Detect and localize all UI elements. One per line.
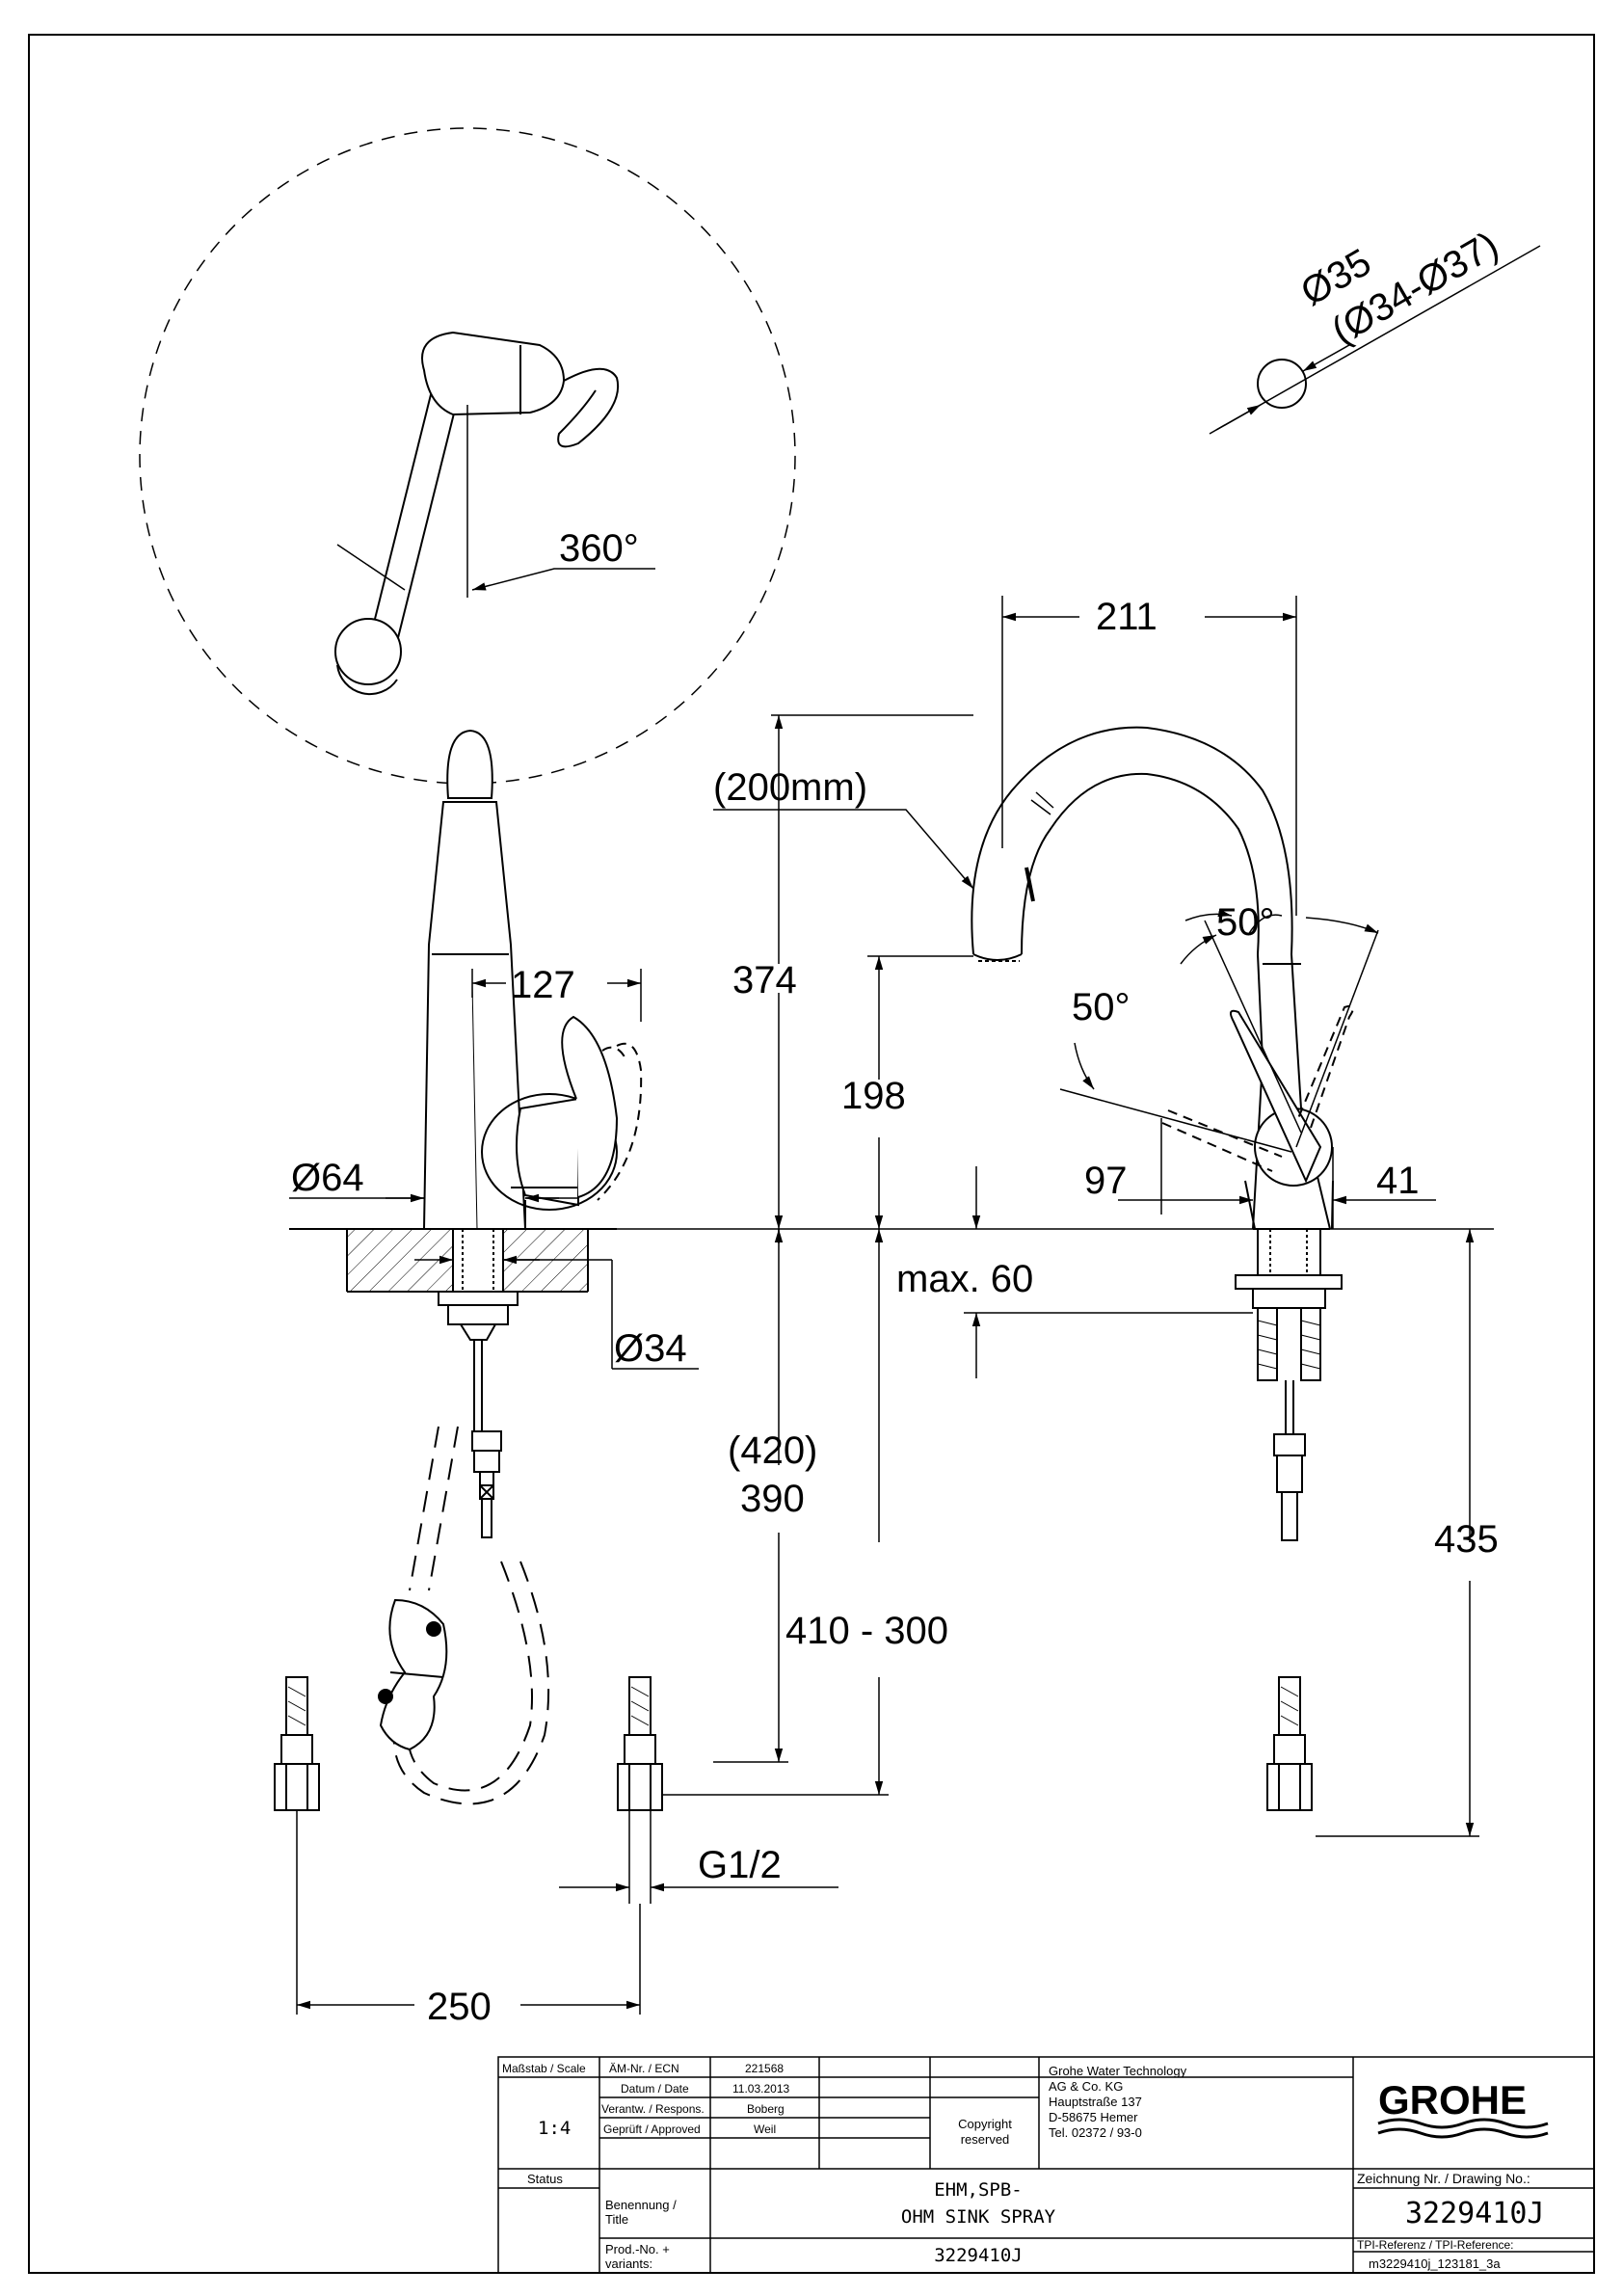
center-dimensions	[617, 714, 1494, 1796]
right-view-dimensions	[713, 596, 1479, 1837]
base-diameter-label: Ø64	[291, 1157, 364, 1199]
handle-projection-label: 127	[511, 964, 575, 1006]
copyright-text: Copyright reserved	[958, 2117, 1012, 2147]
responsible-label: Verantw. / Respons.	[601, 2102, 705, 2116]
hose-length-label: 390	[740, 1478, 805, 1520]
hole-diameter-callout: Ø35 (Ø34-Ø37)	[1209, 224, 1541, 435]
drawing-no-label: Zeichnung Nr. / Drawing No.:	[1357, 2171, 1530, 2186]
ecn-label: ÄM-Nr. / ECN	[609, 2062, 679, 2075]
approved-value: Weil	[754, 2122, 776, 2136]
title-block	[497, 2056, 1595, 2274]
spray-angle-label: 50°	[1216, 901, 1275, 944]
tpi-label: TPI-Referenz / TPI-Reference:	[1357, 2238, 1514, 2252]
tpi-value: m3229410j_123181_3a	[1369, 2256, 1501, 2271]
prod-label-2: variants:	[605, 2256, 652, 2271]
ecn-value: 221568	[745, 2062, 784, 2075]
title-label-1: Benennung /	[605, 2198, 677, 2212]
reach-label: 211	[1096, 596, 1157, 638]
lever-angle-label: 50°	[1072, 986, 1131, 1028]
drawing-no-value: 3229410J	[1405, 2197, 1545, 2230]
left-view-dimensions	[289, 969, 699, 1370]
status-label: Status	[527, 2172, 563, 2186]
lever-clearance-label: 97	[1084, 1160, 1128, 1202]
company-line-4: D-58675 Hemer	[1049, 2110, 1138, 2124]
brand-logo-text: GROHE	[1378, 2077, 1527, 2122]
company-line-1: Grohe Water Technology	[1049, 2064, 1187, 2078]
right-side-view	[971, 726, 1354, 1541]
title-value-2: OHM SINK SPRAY	[901, 2206, 1056, 2228]
hose-length-alt-label: (420)	[728, 1429, 817, 1472]
supply-length-label: 435	[1434, 1518, 1499, 1561]
sheet-border	[28, 34, 1595, 2274]
spout-clearance-label: (200mm)	[713, 766, 867, 809]
lever-offset-label: 41	[1376, 1160, 1420, 1202]
connection-spacing-label: 250	[427, 1986, 492, 2028]
scale-label: Maßstab / Scale	[502, 2062, 586, 2075]
total-height-label: 374	[732, 959, 797, 1001]
date-value: 11.03.2013	[732, 2082, 789, 2096]
grohe-logo: GROHE	[1377, 2077, 1549, 2139]
scale-value: 1:4	[538, 2118, 571, 2139]
prod-label-1: Prod.-No. +	[605, 2242, 670, 2256]
left-side-view	[289, 729, 643, 1805]
supply-hoses	[274, 1676, 1313, 1811]
prod-value: 3229410J	[934, 2245, 1023, 2266]
company-line-3: Hauptstraße 137	[1049, 2095, 1142, 2109]
hose-range-label: 410 - 300	[785, 1610, 948, 1652]
shank-diameter-label: Ø34	[614, 1327, 687, 1370]
date-label: Datum / Date	[621, 2082, 689, 2096]
company-line-5: Tel. 02372 / 93-0	[1049, 2125, 1142, 2140]
approved-label: Geprüft / Approved	[603, 2122, 701, 2136]
deck-thickness-label: max. 60	[896, 1258, 1033, 1300]
responsible-value: Boberg	[747, 2102, 785, 2116]
company-line-2: AG & Co. KG	[1049, 2079, 1123, 2094]
top-view	[139, 127, 796, 785]
bottom-dimensions	[296, 1810, 838, 2015]
title-label-2: Title	[605, 2212, 628, 2227]
rotation-dimension: 360°	[471, 527, 655, 591]
title-value-1: EHM,SPB-	[934, 2179, 1023, 2201]
outlet-height-label: 198	[841, 1075, 906, 1117]
rotation-label: 360°	[559, 527, 639, 570]
connection-thread-label: G1/2	[698, 1844, 782, 1886]
